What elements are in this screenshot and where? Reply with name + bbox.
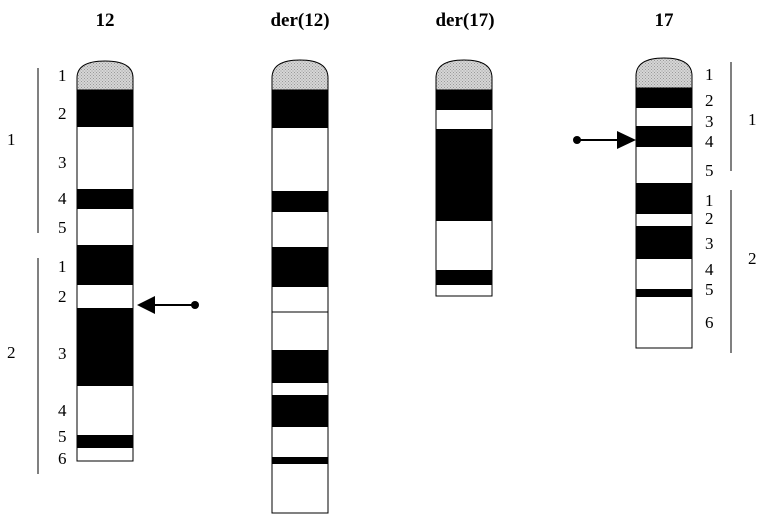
band-label: 5 xyxy=(58,218,67,237)
band xyxy=(436,270,492,285)
band xyxy=(77,189,133,209)
title-chr12: 12 xyxy=(96,10,115,31)
band xyxy=(77,448,133,461)
band xyxy=(436,285,492,296)
band xyxy=(272,191,328,212)
band-label: 1 xyxy=(705,65,714,84)
band-label: 2 xyxy=(58,287,67,306)
chromosome-outline xyxy=(76,89,134,462)
band xyxy=(272,212,328,247)
arm-label: 1 xyxy=(7,130,16,149)
arm-label: 2 xyxy=(748,249,757,268)
band xyxy=(636,297,692,348)
chromosome-outline xyxy=(435,89,493,297)
band xyxy=(636,214,692,226)
band xyxy=(636,147,692,183)
band xyxy=(636,126,692,147)
band-label: 1 xyxy=(58,257,67,276)
band-label: 2 xyxy=(705,209,714,228)
band xyxy=(77,435,133,448)
band xyxy=(636,259,692,289)
band-label: 4 xyxy=(58,189,67,208)
title-der12: der(12) xyxy=(270,10,329,31)
band xyxy=(272,383,328,395)
chromosome-der12 xyxy=(271,59,329,514)
band-label: 4 xyxy=(705,260,714,279)
band xyxy=(272,457,328,464)
band xyxy=(272,247,328,287)
arm-label: 2 xyxy=(7,343,16,362)
band-label: 1 xyxy=(58,66,67,85)
band xyxy=(77,285,133,308)
band-label: 1 xyxy=(705,191,714,210)
band xyxy=(436,90,492,110)
centromere-cap xyxy=(76,60,134,91)
band-label: 3 xyxy=(58,344,67,363)
band xyxy=(77,386,133,435)
band xyxy=(272,312,328,350)
band xyxy=(272,90,328,128)
band xyxy=(272,427,328,457)
band xyxy=(77,209,133,245)
band-label: 6 xyxy=(58,449,67,468)
chromosome-outline xyxy=(271,89,329,514)
arm-label: 1 xyxy=(748,110,757,129)
band xyxy=(436,110,492,129)
band-label: 5 xyxy=(705,280,714,299)
centromere-cap xyxy=(635,57,693,89)
band-label: 5 xyxy=(705,161,714,180)
centromere-cap xyxy=(435,59,493,91)
title-der17: der(17) xyxy=(435,10,494,31)
breakpoint-arrow xyxy=(137,296,199,314)
band xyxy=(272,128,328,191)
chromosome-17: 1 2 3 4 5 1 2 3 4 5 6 1 2 xyxy=(573,57,757,353)
band xyxy=(436,129,492,221)
title-chr17: 17 xyxy=(655,10,675,31)
band xyxy=(272,350,328,383)
band-label: 2 xyxy=(58,104,67,123)
band xyxy=(77,127,133,189)
band xyxy=(272,287,328,312)
chromosome-outline xyxy=(635,87,693,349)
band xyxy=(436,221,492,270)
band xyxy=(636,108,692,126)
band xyxy=(636,226,692,259)
band xyxy=(77,245,133,285)
band-label: 2 xyxy=(705,91,714,110)
band xyxy=(272,395,328,427)
band-label: 4 xyxy=(705,132,714,151)
chromosome-12: 1 2 3 4 5 1 2 3 4 5 6 1 2 xyxy=(7,60,199,474)
chromosome-der17 xyxy=(435,59,493,297)
band xyxy=(636,183,692,214)
band-label: 4 xyxy=(58,401,67,420)
band-label: 3 xyxy=(705,234,714,253)
band xyxy=(77,308,133,386)
band-label: 5 xyxy=(58,427,67,446)
centromere-cap xyxy=(271,59,329,91)
band-label: 3 xyxy=(705,112,714,131)
band xyxy=(272,464,328,513)
band xyxy=(636,289,692,297)
breakpoint-arrow xyxy=(573,131,636,149)
band xyxy=(77,90,133,127)
band-label: 3 xyxy=(58,153,67,172)
band xyxy=(636,88,692,108)
band-label: 6 xyxy=(705,313,714,332)
